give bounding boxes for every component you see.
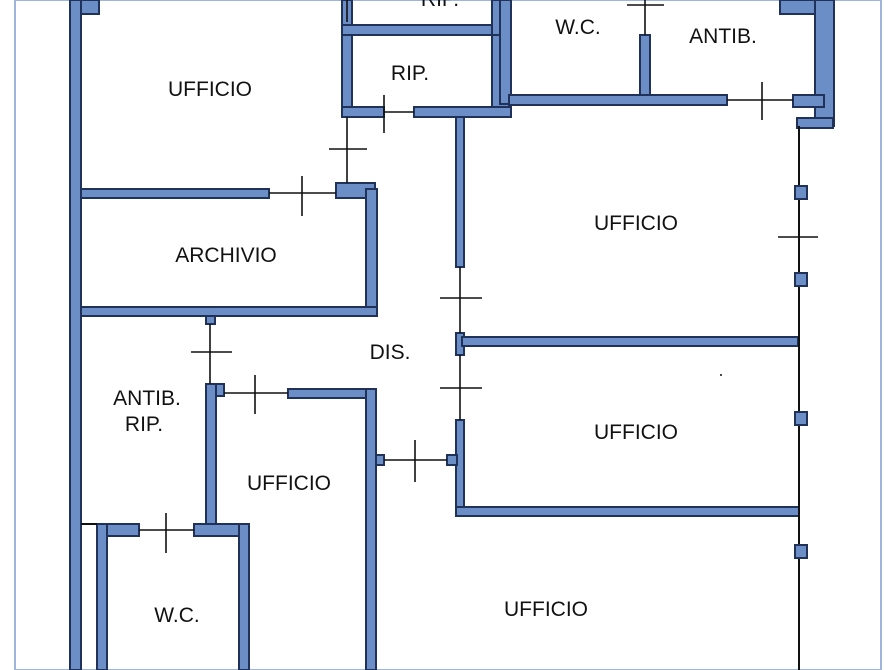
facade-columns <box>794 185 808 559</box>
label-antib-top: ANTIB. <box>689 25 757 48</box>
label-ufficio-upper-right: UFFICIO <box>594 212 678 235</box>
label-wc-bottom: W.C. <box>154 604 200 627</box>
label-antib-rip-line2: RIP. <box>125 413 163 436</box>
label-rip-top: RIP. <box>421 0 459 11</box>
label-dis: DIS. <box>370 341 411 364</box>
label-wc-top: W.C. <box>555 16 601 39</box>
label-antib-rip-line1: ANTIB. <box>113 387 181 410</box>
label-ufficio-center: UFFICIO <box>247 472 331 495</box>
label-archivio: ARCHIVIO <box>175 244 277 267</box>
label-rip-middle: RIP. <box>391 62 429 85</box>
walls <box>69 0 835 670</box>
label-ufficio-bottom: UFFICIO <box>504 598 588 621</box>
label-ufficio-middle-right: UFFICIO <box>594 421 678 444</box>
label-ufficio-top-left: UFFICIO <box>168 78 252 101</box>
door-symbols <box>139 0 818 553</box>
room-labels: UFFICIO RIP. W.C. ANTIB. RIP. ARCHIVIO U… <box>113 0 757 627</box>
thin-lines <box>81 126 800 670</box>
page-border <box>14 0 882 670</box>
